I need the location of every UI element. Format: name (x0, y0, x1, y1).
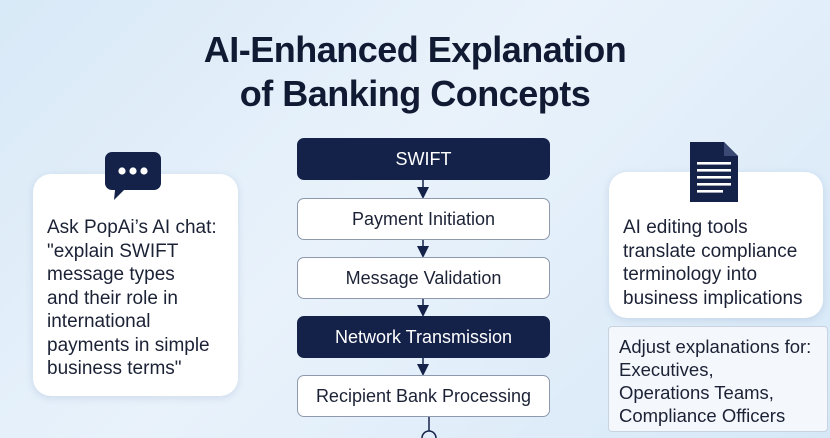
audience-box: Adjust explanations for: Executives, Ope… (608, 326, 828, 432)
ai-chat-line: Ask PopAi’s AI chat: (47, 217, 217, 238)
ai-chat-line: international (47, 311, 151, 332)
audience-item: Operations Teams, (619, 382, 774, 403)
audience-label: Adjust explanations for: (619, 336, 812, 357)
ai-editing-line: translate compliance (623, 240, 798, 262)
audience-list: Executives, Operations Teams, Compliance… (619, 358, 824, 427)
flow-step-swift: SWIFT (297, 138, 550, 180)
page-title: AI-Enhanced Explanation of Banking Conce… (0, 28, 830, 116)
audience-item: Compliance Officers (619, 405, 786, 426)
ai-editing-line: business implications (623, 287, 803, 309)
ai-editing-card-text: AI editing tools translate compliance te… (623, 216, 819, 310)
ai-chat-line: and their role in (47, 287, 178, 309)
flow-step-message-validation: Message Validation (297, 257, 550, 299)
ai-chat-line: payments in simple (47, 334, 210, 356)
title-line-1: AI-Enhanced Explanation (203, 29, 627, 70)
ai-chat-card-text: Ask PopAi’s AI chat: "explain SWIFT mess… (47, 216, 235, 381)
ai-editing-line: AI editing tools (623, 217, 748, 238)
flow-end-node (421, 430, 437, 438)
ai-chat-line: business terms" (47, 358, 182, 379)
document-icon (690, 142, 738, 202)
ai-editing-line: terminology into (623, 264, 758, 285)
ai-chat-line: "explain SWIFT (47, 240, 179, 262)
chat-bubble-icon (105, 152, 161, 200)
audience-item: Executives, (619, 359, 714, 380)
ai-chat-card: Ask PopAi’s AI chat: "explain SWIFT mess… (33, 174, 238, 396)
title-line-2: of Banking Concepts (239, 73, 591, 114)
ai-chat-line: message types (47, 264, 175, 285)
flow-step-network-transmission: Network Transmission (297, 316, 550, 358)
flow-step-recipient-bank-processing: Recipient Bank Processing (297, 375, 550, 417)
flow-step-payment-initiation: Payment Initiation (297, 198, 550, 240)
